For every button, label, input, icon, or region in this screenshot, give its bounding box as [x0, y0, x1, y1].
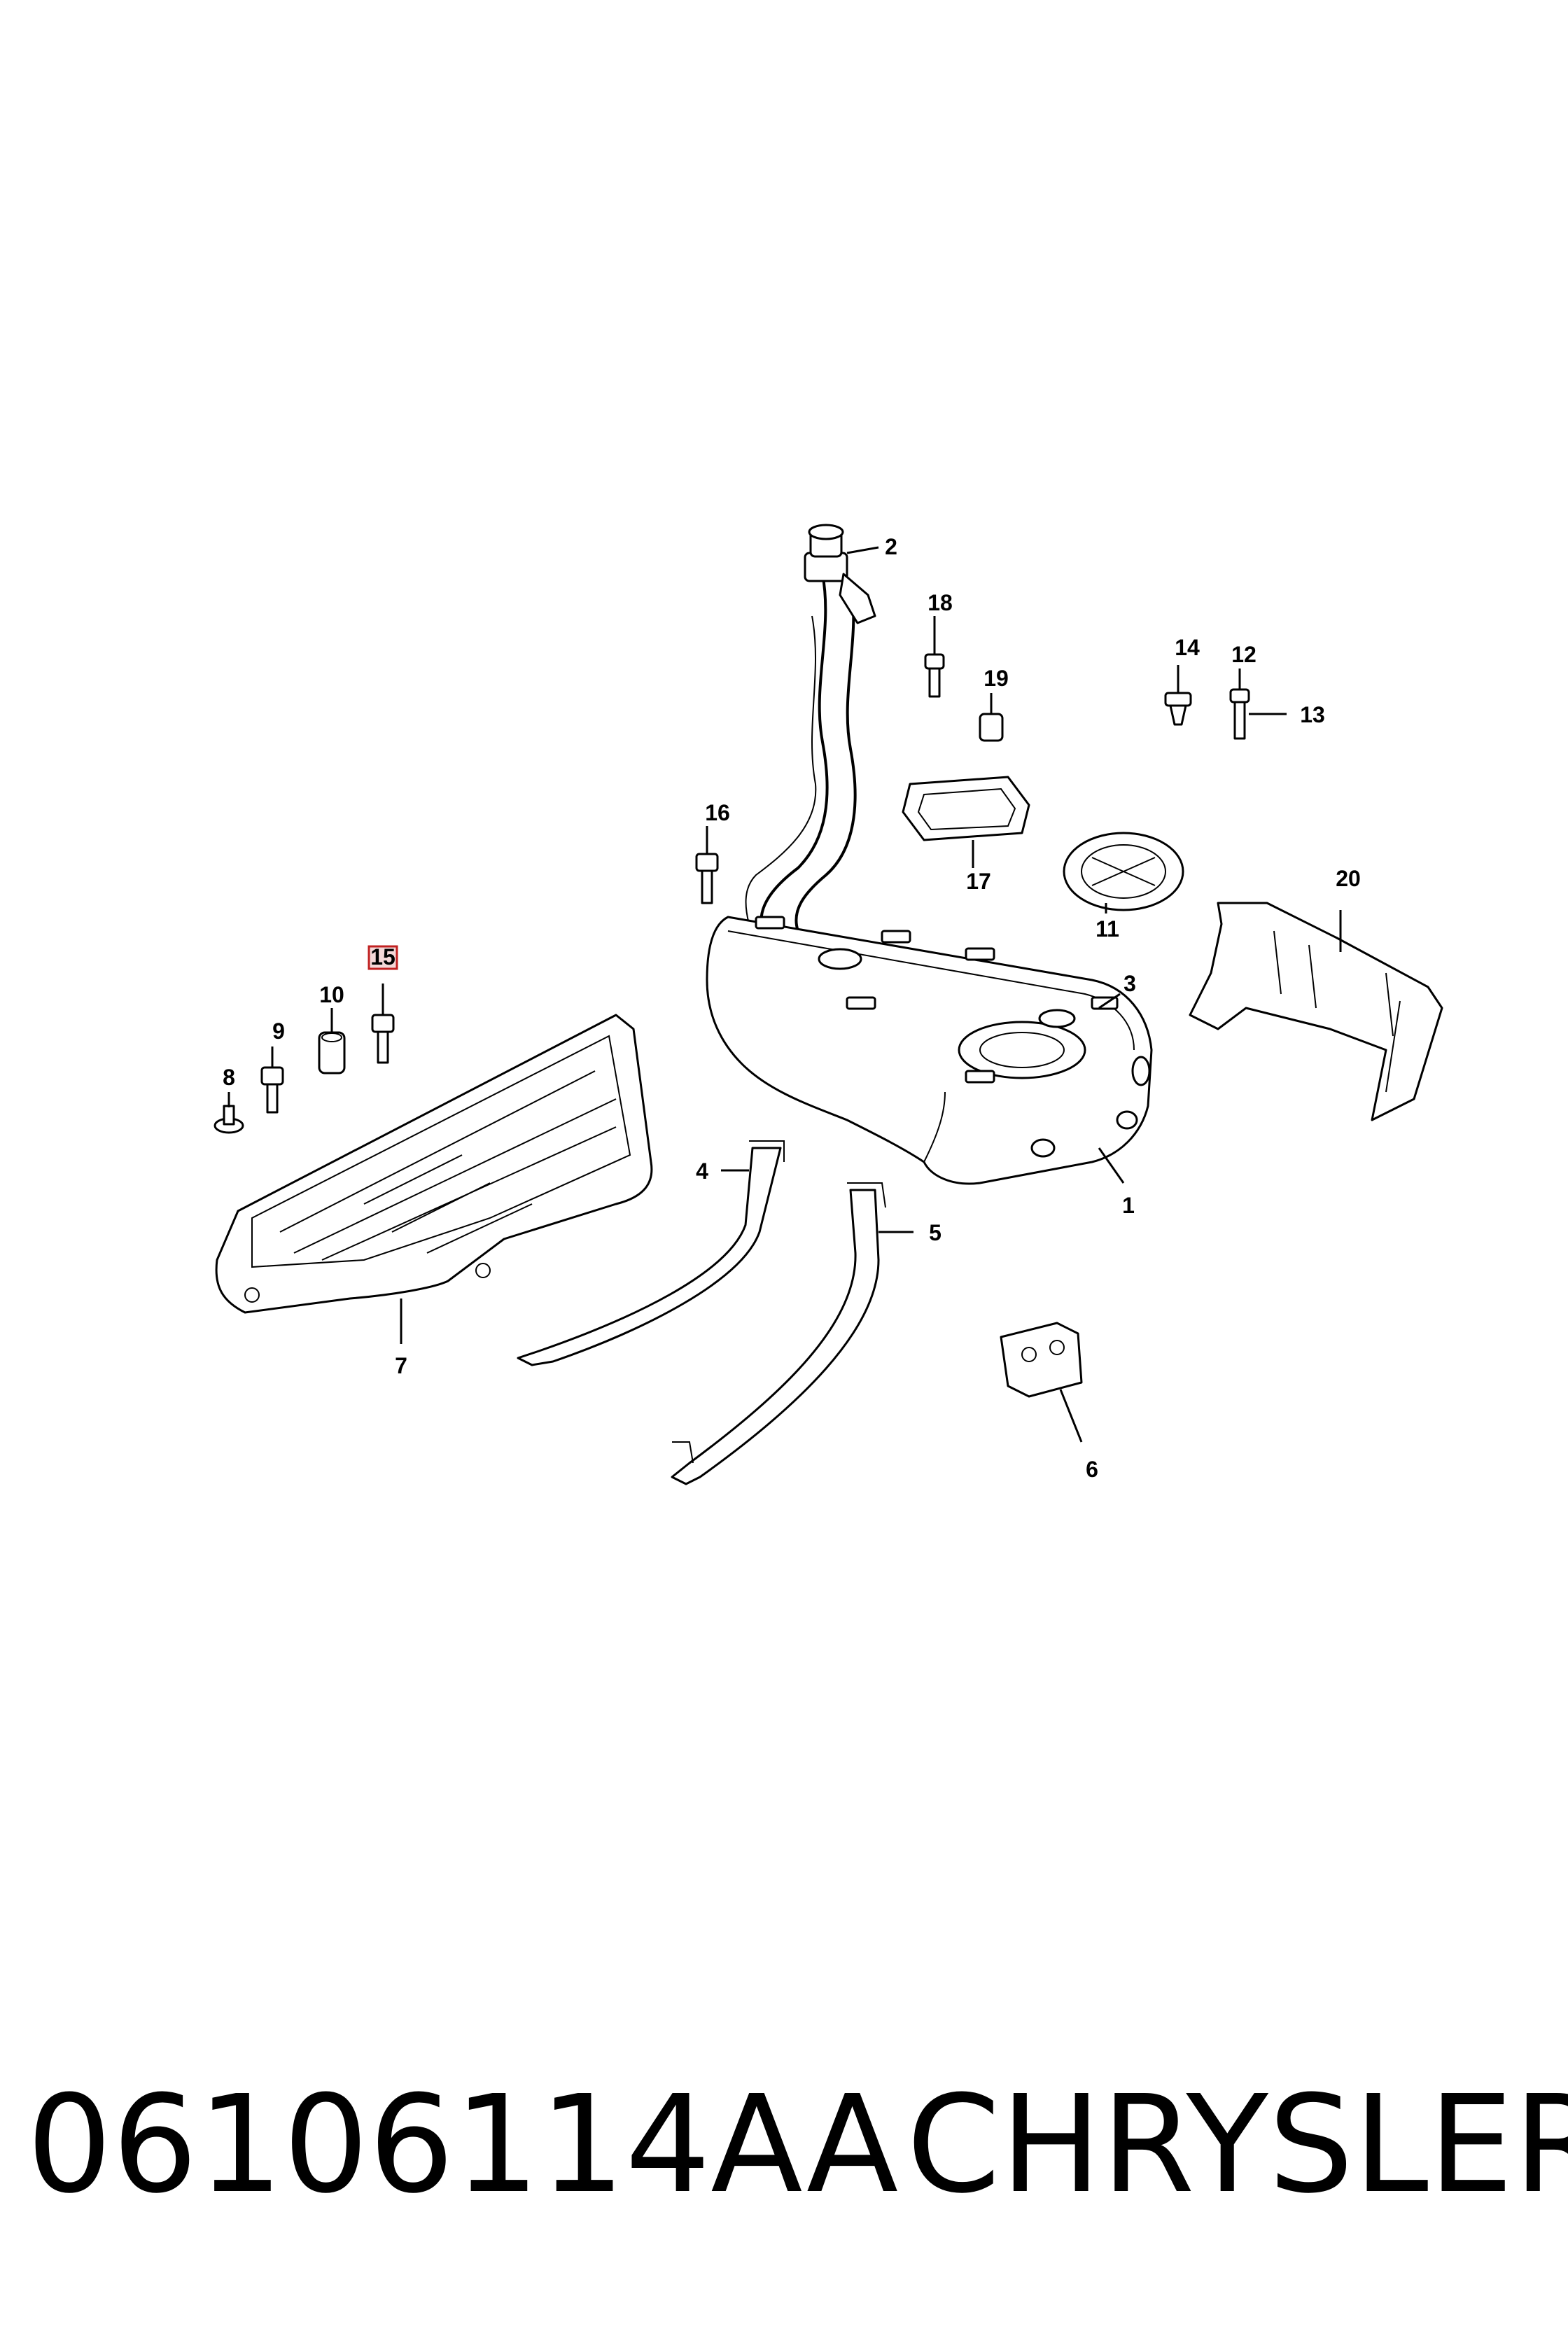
nut-19 [979, 713, 1004, 742]
fuel-filler-tube [745, 524, 876, 932]
callout-14: 14 [1175, 635, 1200, 660]
skid-plate [215, 1014, 653, 1314]
leader-lines [227, 546, 1342, 1443]
washer-8 [214, 1105, 244, 1134]
tank-strap-rear [671, 1182, 886, 1485]
highlight-box-15 [368, 945, 398, 970]
gasket-seal [902, 776, 1030, 841]
bolt-15 [371, 1014, 395, 1064]
callout-19: 19 [983, 666, 1009, 691]
bolt-9 [260, 1066, 284, 1114]
callout-1: 1 [1122, 1193, 1135, 1218]
screw-12-13 [1229, 688, 1250, 740]
spacer-10 [318, 1031, 346, 1074]
heat-shield [1189, 902, 1443, 1121]
callout-11: 11 [1096, 916, 1119, 941]
callout-16: 16 [705, 800, 730, 825]
callout-20: 20 [1336, 866, 1361, 891]
fuel-tank [706, 916, 1153, 1185]
bracket [1000, 1322, 1083, 1398]
part-number-label: 06106114AA [27, 2067, 899, 2223]
callout-6: 6 [1086, 1457, 1098, 1482]
lock-ring [1063, 832, 1184, 911]
bolt-16 [695, 853, 719, 904]
callout-18: 18 [927, 590, 953, 615]
callout-17: 17 [966, 869, 991, 894]
callout-8: 8 [223, 1065, 235, 1090]
bolt-18 [924, 653, 945, 698]
callout-10: 10 [319, 982, 344, 1007]
callout-7: 7 [395, 1353, 407, 1378]
callout-12: 12 [1231, 642, 1256, 667]
clip-14 [1164, 692, 1192, 726]
callout-5: 5 [929, 1220, 941, 1245]
tank-strap-front [517, 1140, 785, 1366]
callout-4: 4 [696, 1158, 708, 1184]
callout-2: 2 [885, 534, 897, 559]
callout-15: 15 [370, 944, 396, 969]
callout-3: 3 [1124, 971, 1136, 996]
brand-label: CHRYSLER [906, 2067, 1568, 2223]
callout-13: 13 [1300, 702, 1325, 727]
callout-9: 9 [272, 1018, 285, 1044]
